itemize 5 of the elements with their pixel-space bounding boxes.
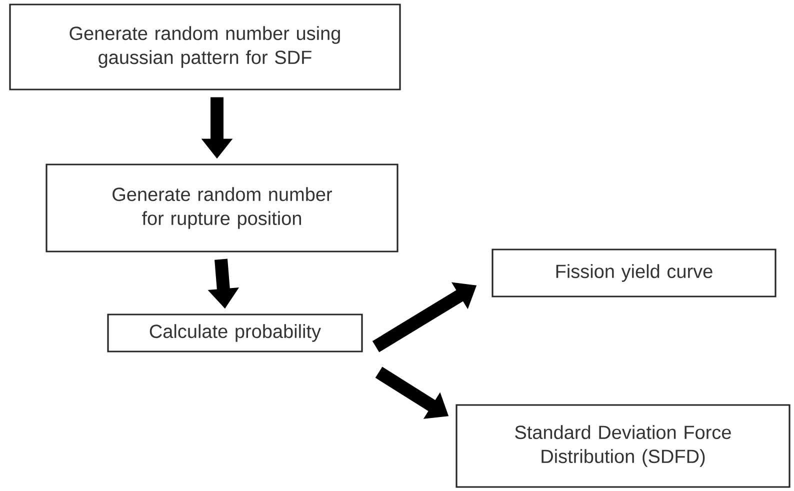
process-box: Calculate probability (107, 314, 363, 352)
process-box: Generate random number for rupture position (46, 164, 398, 252)
process-box: Standard Deviation Force Distribution (SDFD) (456, 404, 790, 488)
process-box: Generate random number using gaussian pattern for SDF (9, 4, 401, 90)
process-box: Fission yield curve (492, 248, 776, 298)
